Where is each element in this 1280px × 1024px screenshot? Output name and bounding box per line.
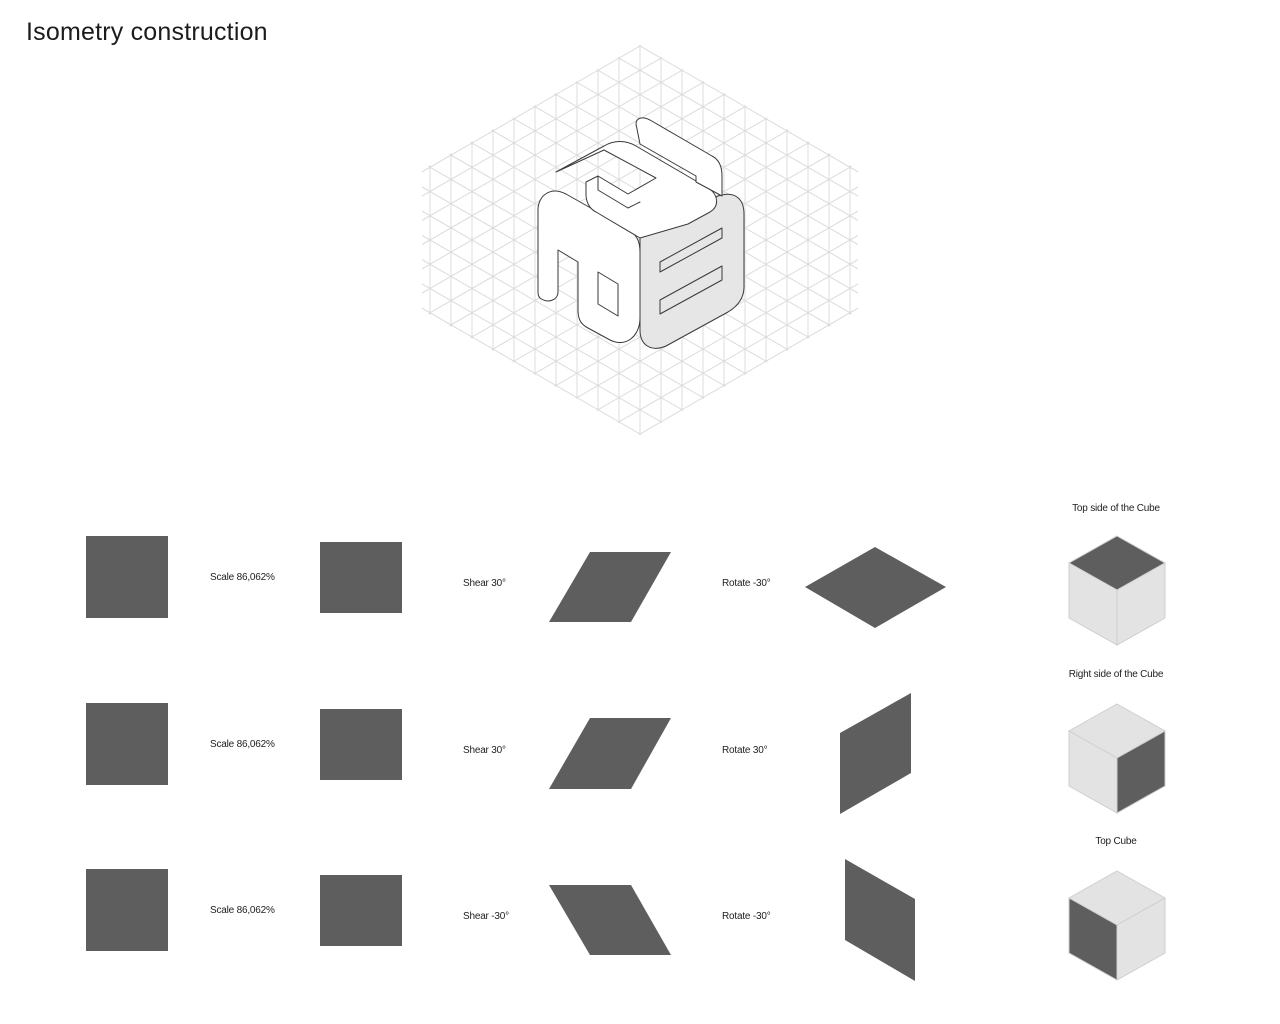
rotate-label: Rotate -30° [722,578,771,589]
construction-row [86,859,1167,981]
scaled-rectangle [320,709,402,780]
scale-label: Scale 86,062% [210,572,275,583]
result-cube [1067,703,1167,814]
construction-row [86,535,1167,646]
isometric-grid [422,45,858,435]
scale-label: Scale 86,062% [210,739,275,750]
result-caption: Top side of the Cube [1072,503,1160,514]
source-square [86,536,168,618]
page-title: Isometry construction [26,18,268,46]
sheared-parallelogram [549,552,671,622]
result-caption: Right side of the Cube [1068,669,1164,680]
sheared-parallelogram [549,718,671,789]
shear-label: Shear -30° [463,911,509,922]
sheared-parallelogram [549,885,671,955]
rotate-label: Rotate 30° [722,745,768,756]
shear-label: Shear 30° [463,578,506,589]
rotate-label: Rotate -30° [722,911,771,922]
rotated-face [805,547,946,628]
scale-label: Scale 86,062% [210,905,275,916]
scaled-rectangle [320,875,402,946]
rotated-face [840,693,911,814]
shear-label: Shear 30° [463,745,506,756]
isometric-cube-logo-icon [537,117,745,349]
result-caption: Top Cube [1095,836,1137,847]
result-cube [1067,870,1167,981]
construction-row [86,693,1167,814]
source-square [86,703,168,785]
scaled-rectangle [320,542,402,613]
source-square [86,869,168,951]
result-cube [1067,535,1167,646]
rotated-face [845,859,915,981]
